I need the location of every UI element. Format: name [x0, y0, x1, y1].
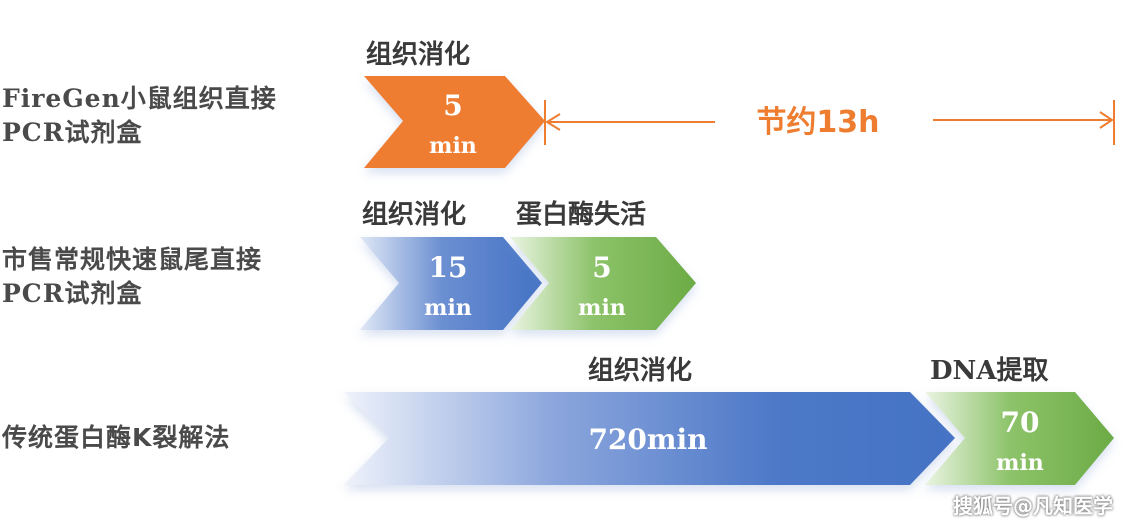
firegen-step1-title: 组织消化 — [366, 40, 471, 70]
firegen-step1-value: 5 — [443, 89, 462, 122]
traditional-step1-title: 组织消化 — [588, 356, 693, 386]
commercial-step1-value: 15 — [429, 251, 468, 284]
commercial-step1-chevron — [360, 237, 542, 330]
row-label-traditional: 传统蛋白酶K裂解法 — [2, 423, 231, 452]
commercial-step2-chevron — [510, 237, 696, 330]
commercial-step2-title: 蛋白酶失活 — [516, 200, 647, 230]
firegen-step1-unit: min — [429, 133, 477, 159]
commercial-step2-value: 5 — [592, 251, 611, 284]
watermark: 搜狐号@凡知医学 — [953, 494, 1113, 518]
traditional-step1-value: 720min — [588, 423, 707, 456]
traditional-step2-unit: min — [996, 450, 1044, 476]
savings-dimension-line — [544, 100, 1115, 145]
commercial-step2-unit: min — [578, 295, 626, 321]
traditional-step2-value: 70 — [1001, 406, 1040, 439]
firegen-step1-chevron — [364, 76, 545, 168]
row-label-commercial-line2: PCR试剂盒 — [2, 279, 143, 308]
savings-text: 节约13h — [756, 105, 879, 140]
row-label-firegen-line1: FireGen小鼠组织直接 — [2, 84, 277, 113]
commercial-step1-unit: min — [424, 295, 472, 321]
traditional-step2-title: DNA提取 — [930, 356, 1049, 386]
row-label-commercial-line1: 市售常规快速鼠尾直接 — [2, 245, 263, 274]
row-label-firegen-line2: PCR试剂盒 — [2, 118, 143, 147]
traditional-step1-chevron — [344, 392, 955, 485]
traditional-step2-chevron — [925, 392, 1114, 485]
commercial-step1-title: 组织消化 — [362, 200, 467, 230]
